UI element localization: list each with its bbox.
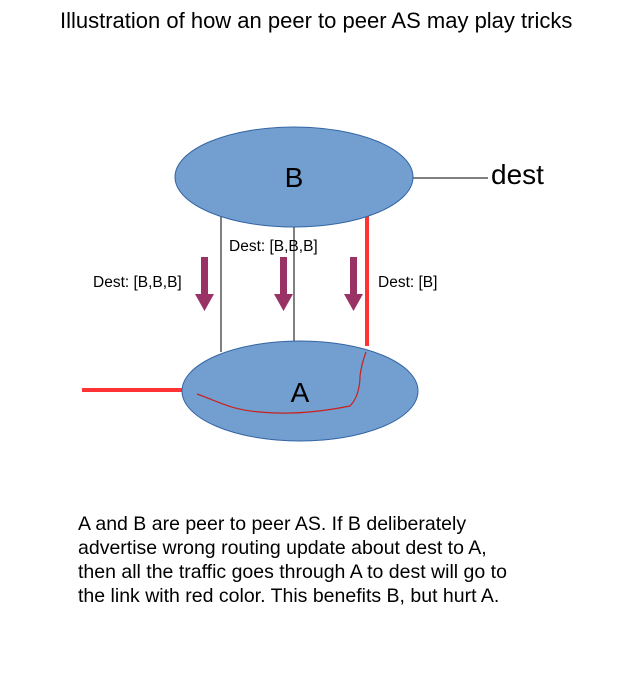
down-arrow-icon	[274, 257, 293, 311]
caption-text: A and B are peer to peer AS. If B delibe…	[78, 513, 507, 607]
advert-label-right: Dest: [B]	[378, 274, 437, 291]
advert-label-left: Dest: [B,B,B]	[93, 274, 182, 291]
as-b-node	[174, 126, 414, 228]
as-b-label: B	[285, 162, 304, 193]
advert-label-middle: Dest: [B,B,B]	[229, 238, 318, 255]
as-a-label: A	[291, 377, 310, 408]
as-a-node	[181, 340, 419, 442]
red-traffic-path	[196, 351, 367, 414]
down-arrow-icon	[344, 257, 363, 311]
down-arrow-icon	[195, 257, 214, 311]
page-title: Illustration of how an peer to peer AS m…	[60, 8, 573, 33]
dest-label: dest	[491, 159, 544, 190]
